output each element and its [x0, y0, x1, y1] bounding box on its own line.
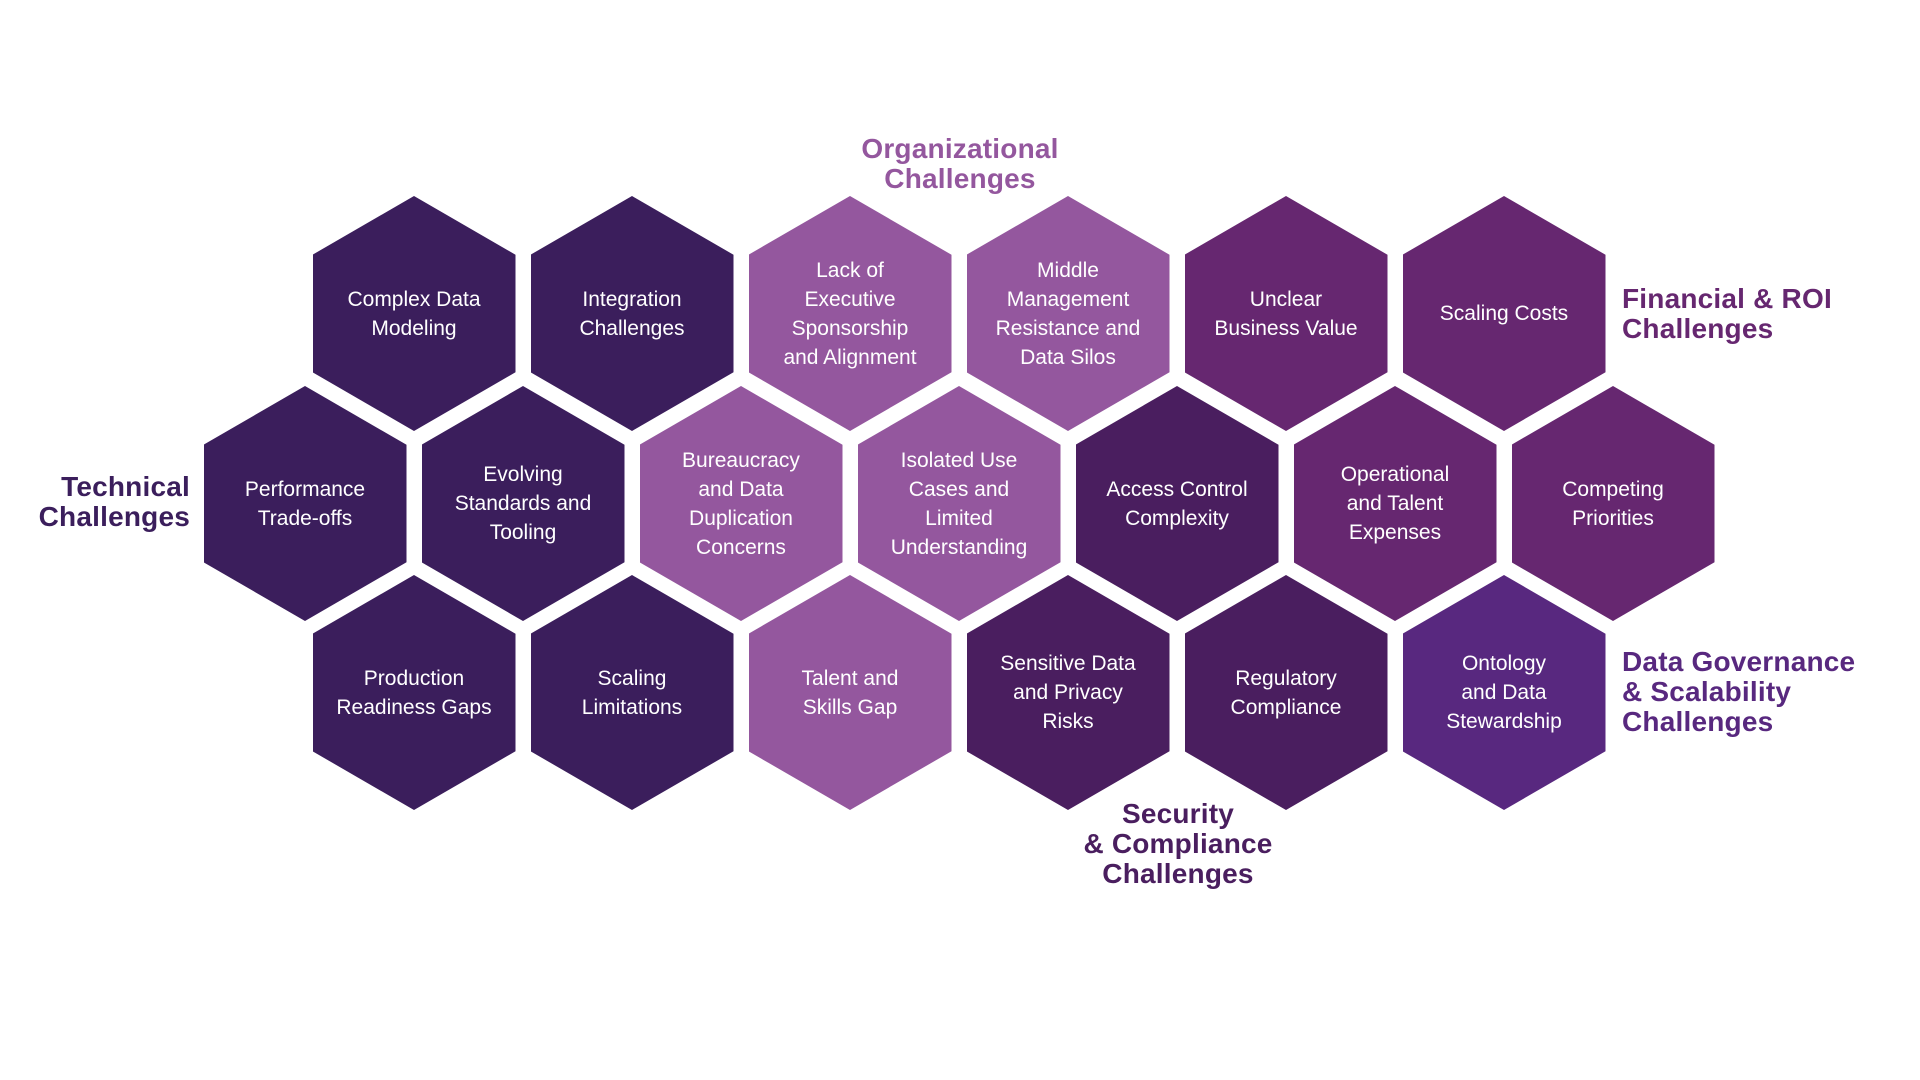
hex-tile-technical: Performance Trade-offs: [203, 386, 407, 621]
hex-tile-financial: Unclear Business Value: [1184, 196, 1388, 431]
hex-tile-technical: Production Readiness Gaps: [312, 575, 516, 810]
hex-tile-organizational: Middle Management Resistance and Data Si…: [966, 196, 1170, 431]
category-label-organizational: Organizational Challenges: [861, 133, 1059, 194]
hex-tile-security: Sensitive Data and Privacy Risks: [966, 575, 1170, 810]
category-label-governance: Data Governance & Scalability Challenges: [1622, 646, 1856, 737]
hex-tile-technical: Integration Challenges: [530, 196, 734, 431]
hex-label: Evolving Standards and Tooling: [454, 463, 592, 544]
hex-label: Integration Challenges: [579, 287, 685, 340]
hex-tile-technical: Complex Data Modeling: [312, 196, 516, 431]
hex-label: Operational and Talent Expenses: [1340, 463, 1450, 544]
hex-tile-organizational: Isolated Use Cases and Limited Understan…: [857, 386, 1061, 621]
hex-label: Scaling Costs: [1439, 302, 1569, 325]
hex-tile-security: Regulatory Compliance: [1184, 575, 1388, 810]
category-label-technical: Technical Challenges: [38, 471, 190, 532]
category-label-financial: Financial & ROI Challenges: [1622, 283, 1832, 344]
hex-tile-security: Access Control Complexity: [1075, 386, 1279, 621]
hex-tile-governance: Ontology and Data Stewardship: [1402, 575, 1606, 810]
hex-label: Unclear Business Value: [1214, 287, 1358, 340]
hex-tile-technical: Evolving Standards and Tooling: [421, 386, 625, 621]
hex-tile-organizational: Bureaucracy and Data Duplication Concern…: [639, 386, 843, 621]
hex-tile-organizational: Lack of Executive Sponsorship and Alignm…: [748, 196, 952, 431]
category-label-security: Security & Compliance Challenges: [1083, 798, 1273, 889]
hex-label: Scaling Limitations: [581, 666, 683, 719]
hex-label: Lack of Executive Sponsorship and Alignm…: [783, 258, 917, 369]
hex-label: Sensitive Data and Privacy Risks: [1000, 652, 1136, 733]
hex-label: Access Control Complexity: [1106, 477, 1248, 530]
hex-label: Isolated Use Cases and Limited Understan…: [890, 448, 1028, 559]
hex-label: Middle Management Resistance and Data Si…: [995, 258, 1141, 369]
hex-tile-financial: Scaling Costs: [1402, 196, 1606, 431]
hex-tile-financial: Competing Priorities: [1511, 386, 1715, 621]
hex-label: Ontology and Data Stewardship: [1446, 652, 1562, 733]
hex-tile-financial: Operational and Talent Expenses: [1293, 386, 1497, 621]
hex-label: Talent and Skills Gap: [801, 666, 899, 719]
hex-label: Competing Priorities: [1562, 477, 1664, 530]
hex-label: Complex Data Modeling: [347, 287, 481, 340]
hex-label: Performance Trade-offs: [244, 477, 366, 530]
hex-tile-organizational: Talent and Skills Gap: [748, 575, 952, 810]
hex-tile-technical: Scaling Limitations: [530, 575, 734, 810]
hex-label: Regulatory Compliance: [1230, 666, 1342, 719]
hex-label: Bureaucracy and Data Duplication Concern…: [682, 448, 800, 559]
hex-label: Production Readiness Gaps: [336, 666, 492, 719]
